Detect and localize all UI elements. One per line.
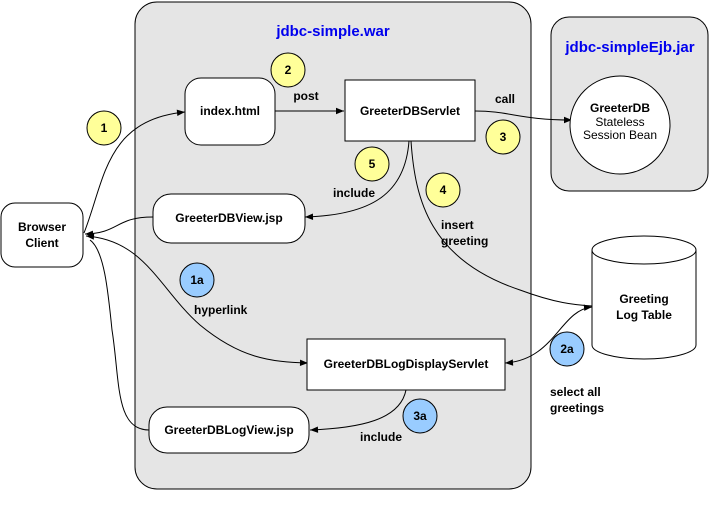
greeter-db-view-jsp-label: GreeterDBView.jsp [175,211,282,225]
step-badge-1: 1 [86,110,122,146]
svg-text:1a: 1a [190,273,204,287]
step-badge-2: 2 [270,52,306,88]
svg-text:2: 2 [285,63,292,77]
log-display-servlet-label: GreeterDBLogDisplayServlet [324,357,489,371]
step-badge-4: 4 [425,172,461,208]
log-view-jsp-label: GreeterDBLogView.jsp [164,423,293,437]
ejb-jar-title: jdbc-simpleEjb.jar [564,39,694,56]
index-html-label: index.html [200,104,260,118]
bean-title: GreeterDB [590,101,650,115]
label-include-log: include [360,430,402,444]
label-insert-line2: greeting [441,234,488,248]
edge-table-logservlet [504,304,593,366]
step-badge-5: 5 [354,146,390,182]
step-badge-1a: 1a [179,262,215,298]
edge-view-browser [84,216,154,237]
svg-text:5: 5 [369,157,376,171]
greeter-db-log-view-jsp-node: GreeterDBLogView.jsp [148,406,310,454]
table-line2: Log Table [616,308,672,322]
step-badge-3a: 3a [402,398,438,434]
edge-servlet-bean [474,110,573,124]
label-select-line1: select all [550,385,601,399]
label-call: call [495,92,515,106]
edge-logservlet-logview [309,389,407,433]
browser-client-line2: Client [25,236,58,250]
step-badge-2a: 2a [549,331,585,367]
war-title: jdbc-simple.war [275,23,390,40]
table-line1: Greeting [619,292,668,306]
index-html-node: index.html [184,77,276,146]
label-select-line2: greetings [550,401,604,415]
svg-text:3a: 3a [413,409,427,423]
label-hyperlink: hyperlink [194,303,248,317]
greeting-log-table-node: Greeting Log Table [591,235,697,360]
label-post: post [293,89,318,103]
greeter-db-log-display-servlet-node: GreeterDBLogDisplayServlet [306,338,506,391]
svg-text:1: 1 [101,121,108,135]
edge-browser-index [83,109,186,234]
greeter-db-servlet-label: GreeterDBServlet [360,104,460,118]
greeter-db-view-jsp-node: GreeterDBView.jsp [152,193,306,244]
label-insert-line1: insert [441,218,474,232]
bean-type-line1: Stateless [595,115,644,129]
browser-client-line1: Browser [18,220,66,234]
svg-text:3: 3 [500,130,507,144]
label-include-view: include [333,186,375,200]
greeter-db-bean-node: GreeterDB Stateless Session Bean [569,75,671,175]
greeter-db-servlet-node: GreeterDBServlet [344,79,476,142]
browser-client-node: Browser Client [0,202,84,268]
bean-type-line2: Session Bean [583,128,657,142]
edge-logview-browser [89,239,150,431]
svg-text:4: 4 [440,183,447,197]
edge-servlet-view [304,140,410,220]
step-badge-3: 3 [485,119,521,155]
edge-browser-logservlet [85,233,309,366]
edge-servlet-table [410,140,593,307]
svg-text:2a: 2a [560,342,574,356]
